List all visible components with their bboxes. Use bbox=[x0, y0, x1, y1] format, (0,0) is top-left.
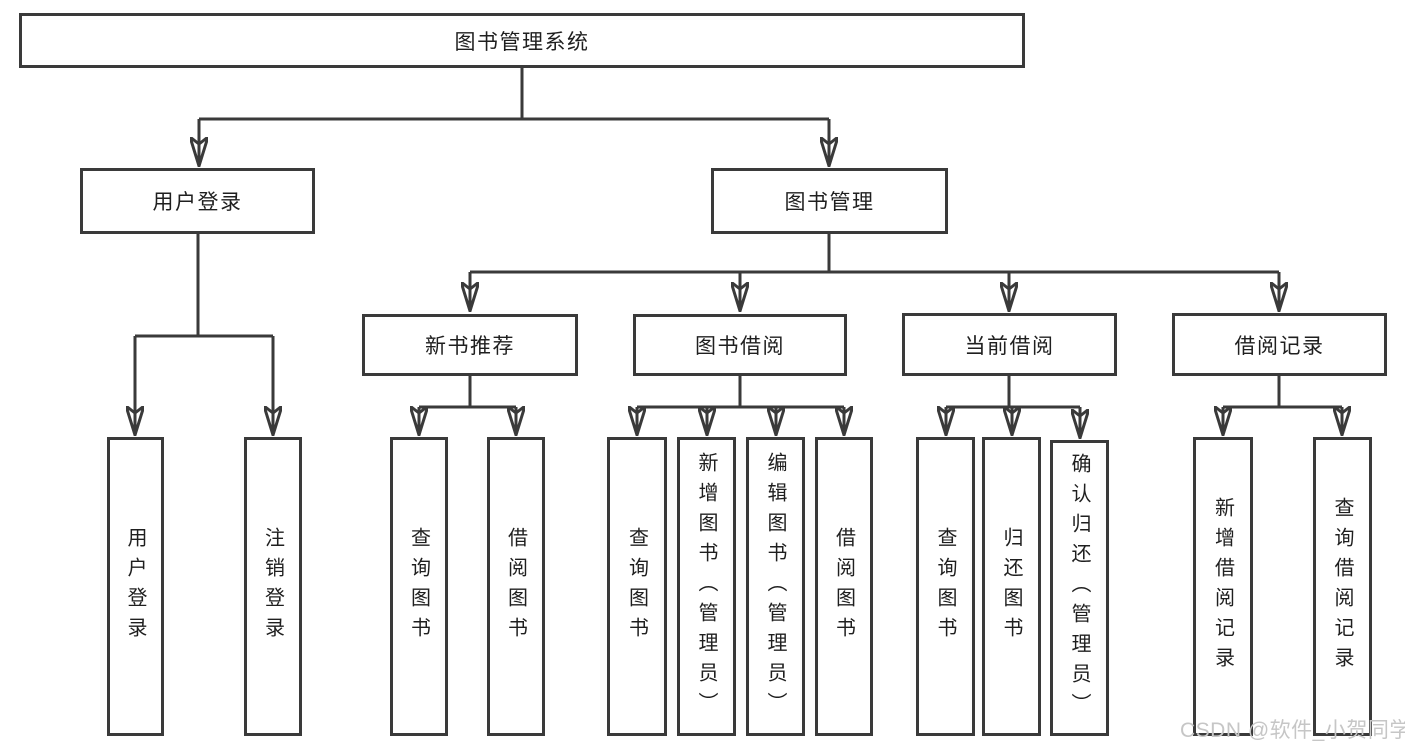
connector-root bbox=[199, 68, 829, 166]
leaf-borrow-books-new: 借阅图书 bbox=[487, 437, 545, 736]
connector-book-borrow bbox=[637, 376, 844, 435]
leaf-query-books-new: 查询图书 bbox=[390, 437, 448, 736]
leaf-edit-book-admin: 编辑图书（管理员） bbox=[746, 437, 805, 736]
connector-current-borrow bbox=[946, 376, 1080, 438]
leaf-logout: 注销登录 bbox=[244, 437, 302, 736]
node-book-borrow: 图书借阅 bbox=[633, 314, 847, 376]
connector-new-book bbox=[419, 376, 516, 435]
leaf-user-login: 用户登录 bbox=[107, 437, 164, 736]
connector-book-management bbox=[470, 234, 1279, 311]
node-book-management: 图书管理 bbox=[711, 168, 948, 234]
connector-user-login bbox=[135, 234, 273, 435]
leaf-borrow-books-borrow: 借阅图书 bbox=[815, 437, 873, 736]
connector-borrow-records bbox=[1223, 376, 1342, 435]
leaf-confirm-return-admin: 确认归还（管理员） bbox=[1050, 440, 1109, 736]
node-user-login: 用户登录 bbox=[80, 168, 315, 234]
node-new-book-recommend: 新书推荐 bbox=[362, 314, 578, 376]
leaf-add-book-admin: 新增图书（管理员） bbox=[677, 437, 736, 736]
leaf-query-borrow-record: 查询借阅记录 bbox=[1313, 437, 1372, 736]
leaf-query-books-current: 查询图书 bbox=[916, 437, 975, 736]
node-borrow-records: 借阅记录 bbox=[1172, 313, 1387, 376]
leaf-return-book: 归还图书 bbox=[982, 437, 1041, 736]
node-current-borrow: 当前借阅 bbox=[902, 313, 1117, 376]
node-root: 图书管理系统 bbox=[19, 13, 1025, 68]
leaf-query-books-borrow: 查询图书 bbox=[607, 437, 667, 736]
leaf-add-borrow-record: 新增借阅记录 bbox=[1193, 437, 1253, 736]
